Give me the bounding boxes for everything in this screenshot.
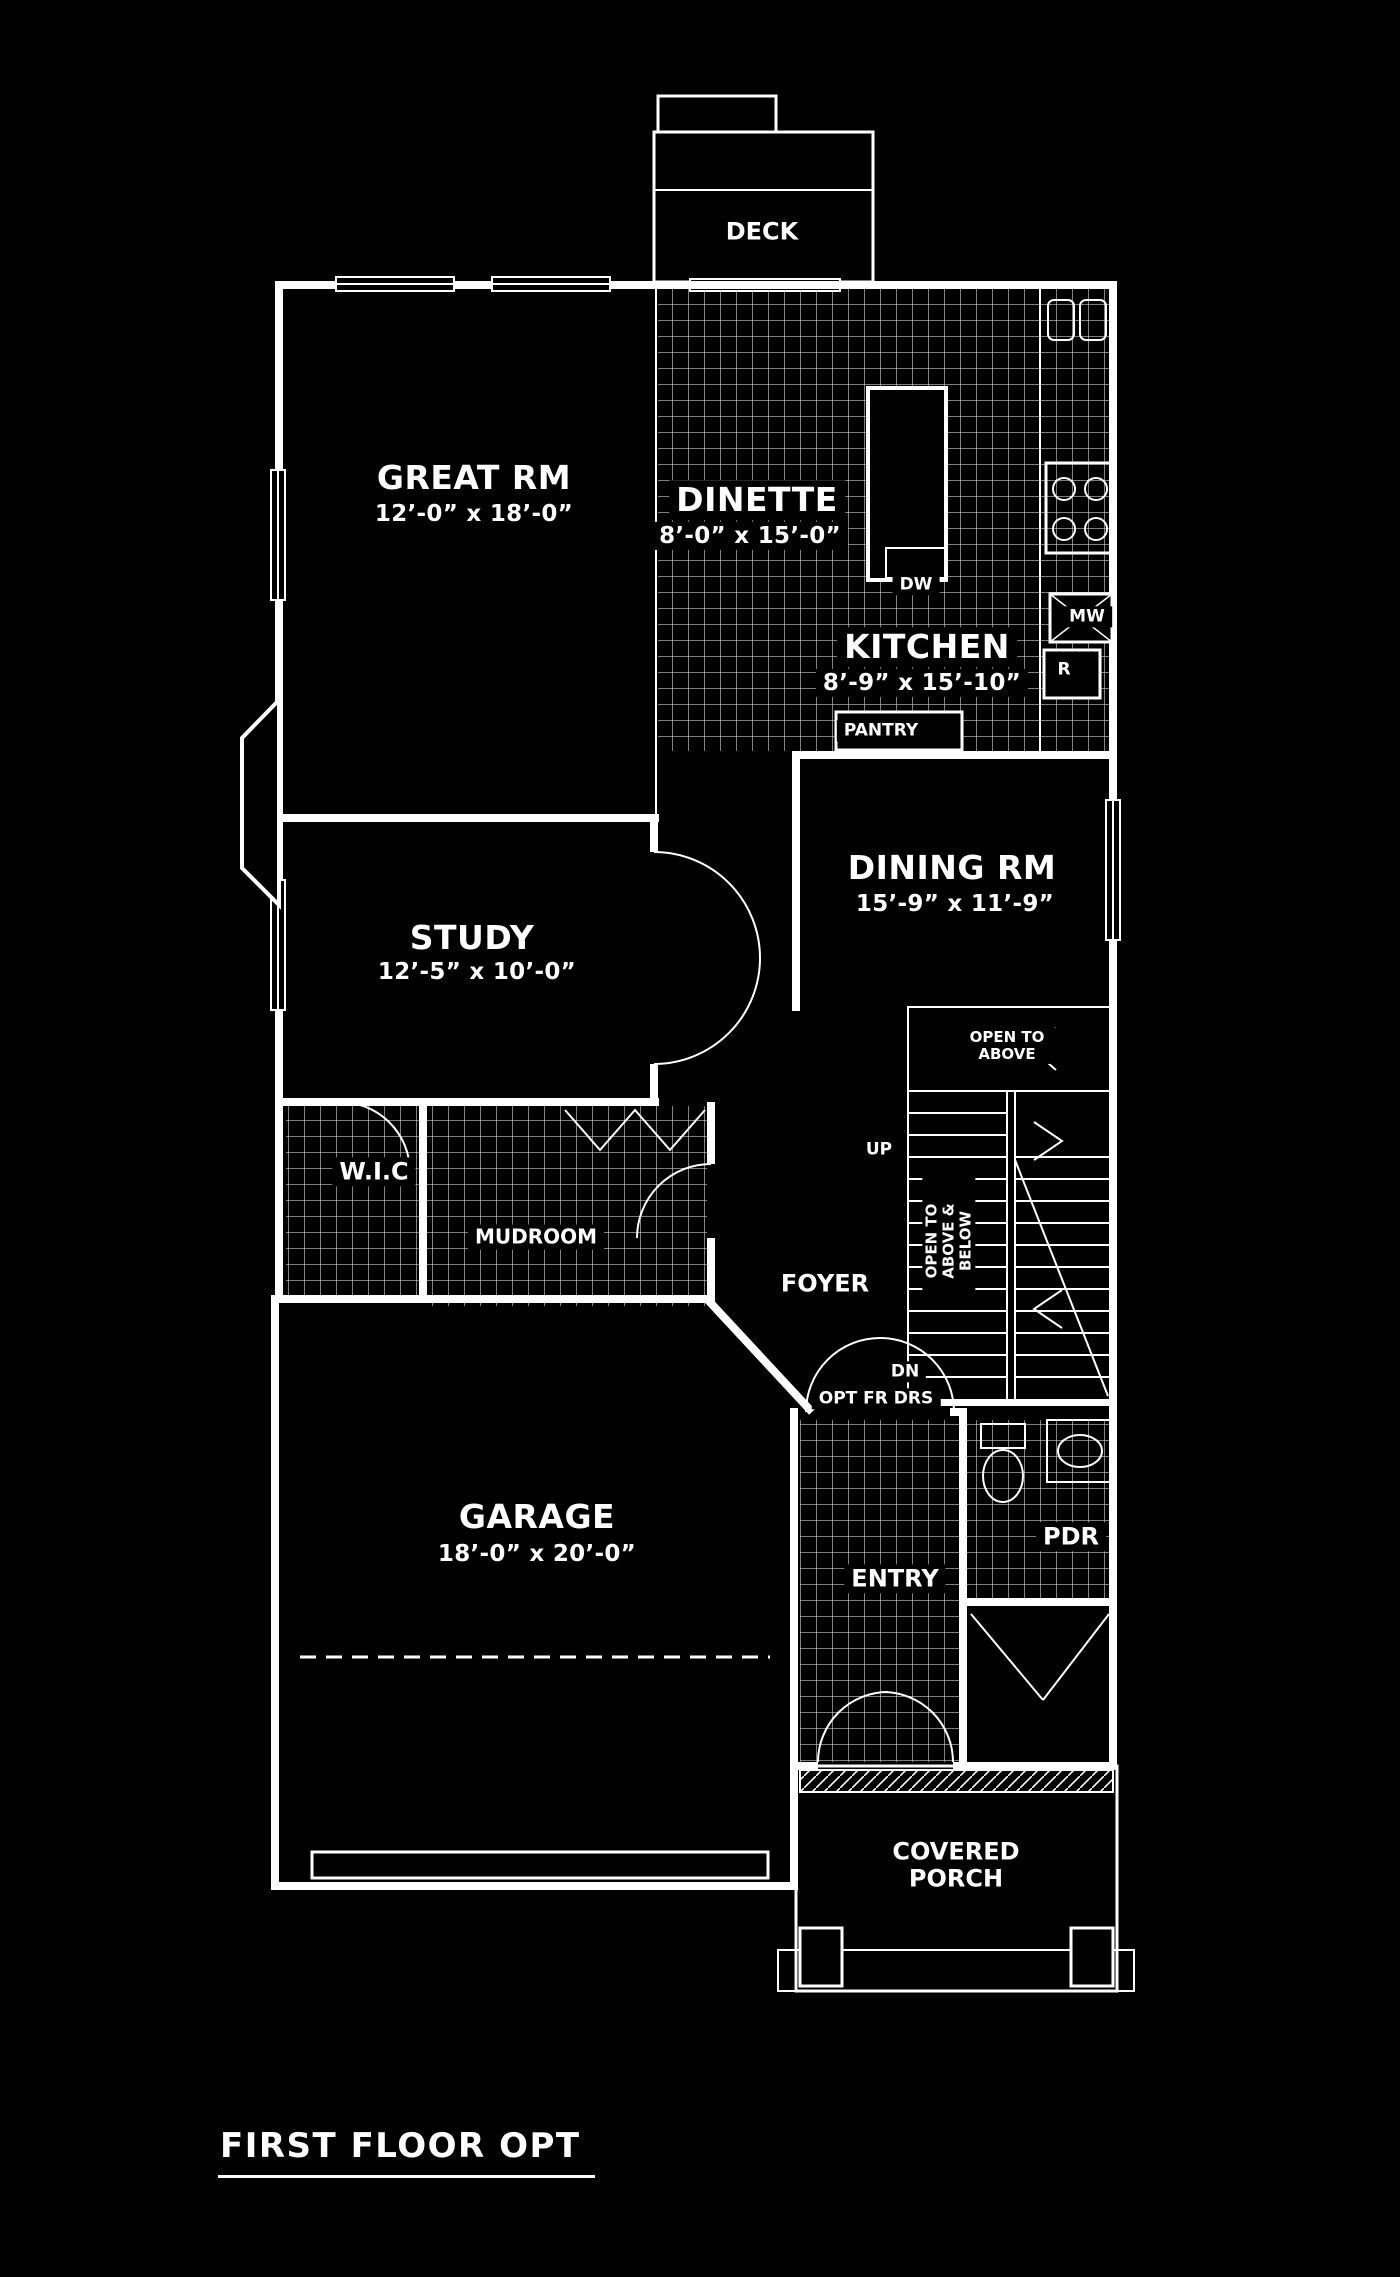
cooktop-stove [1044, 461, 1114, 555]
garage-door [300, 1655, 770, 1880]
wic-label: W.I.C [332, 1157, 416, 1187]
study-label: STUDY [402, 918, 542, 958]
study-dims: 12’-5” x 10’-0” [370, 957, 584, 987]
microwave-label: MW [1062, 606, 1112, 628]
pdr-label: PDR [1036, 1522, 1106, 1552]
open-above-below-label: OPEN TO ABOVE & BELOW [922, 1175, 976, 1307]
entry-label: ENTRY [844, 1564, 946, 1594]
dining-room-dims: 15’-9” x 11’-9” [848, 889, 1062, 919]
mudroom-bifold-doors [564, 1108, 706, 1152]
range-label: R [1050, 659, 1078, 681]
foyer-label: FOYER [773, 1269, 877, 1299]
stairs [907, 1090, 1114, 1401]
plan-title: FIRST FLOOR OPT [218, 2126, 595, 2178]
deck-label: DECK [718, 217, 806, 247]
entry-french-doors [805, 1337, 955, 1413]
covered-porch-label: COVERED PORCH [869, 1837, 1043, 1895]
dinette-label: DINETTE [669, 480, 845, 520]
kitchen-sink [1047, 299, 1107, 341]
mudroom-label: MUDROOM [467, 1224, 605, 1250]
great-room-dims: 12’-0” x 18’-0” [367, 499, 581, 529]
kitchen-label: KITCHEN [837, 627, 1017, 667]
wall-chamfer [704, 1296, 815, 1415]
fireplace [240, 695, 281, 910]
kitchen-island [866, 386, 948, 582]
stairs-dn-label: DN [883, 1361, 927, 1383]
stairs-up-label: UP [858, 1139, 900, 1161]
open-to-above-label: OPEN TO ABOVE [950, 1027, 1064, 1065]
dishwasher-label: DW [892, 574, 940, 596]
garage-dims: 18’-0” x 20’-0” [430, 1539, 644, 1569]
pdr-fixtures [980, 1419, 1114, 1503]
covered-porch [777, 1764, 1135, 1993]
front-doors [817, 1691, 954, 1763]
pantry-label: PANTRY [836, 720, 926, 742]
study-double-doors [653, 851, 761, 1065]
garage-label: GARAGE [451, 1497, 623, 1537]
dining-room-label: DINING RM [840, 848, 1064, 888]
dinette-dims: 8’-0” x 15’-0” [652, 521, 848, 551]
great-room-label: GREAT RM [369, 458, 579, 498]
kitchen-dims: 8’-9” x 15’-10” [815, 668, 1029, 698]
opt-fr-drs-label: OPT FR DRS [811, 1388, 941, 1410]
floor-edges [655, 289, 1041, 814]
coat-closet-doors [970, 1613, 1110, 1701]
